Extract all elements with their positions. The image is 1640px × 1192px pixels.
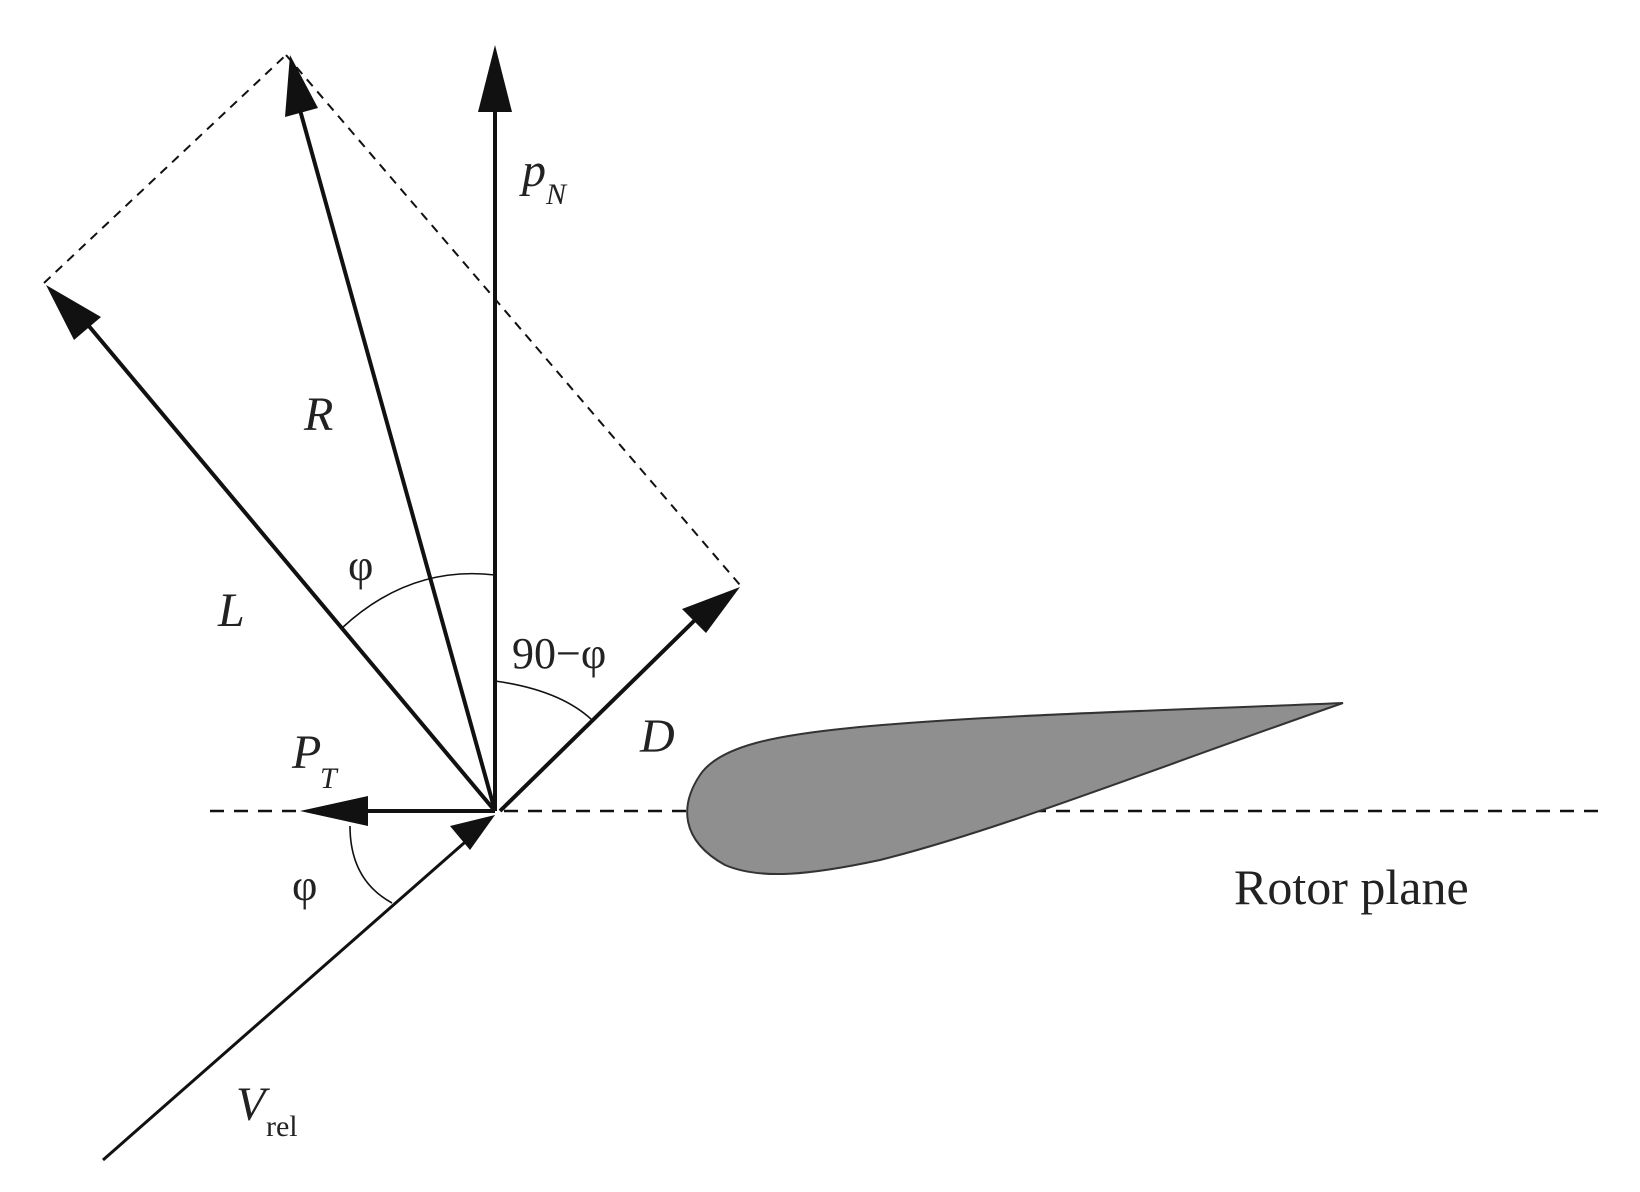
l-vector-line	[86, 323, 497, 813]
rotor-plane-label: Rotor plane	[1234, 859, 1469, 915]
ninety-minus-phi-arc	[494, 680, 593, 721]
vrel-label: V	[236, 1078, 270, 1131]
vrel-label-subscript: rel	[266, 1110, 298, 1143]
d-arrowhead	[682, 587, 740, 633]
pn-label: p	[519, 144, 546, 197]
pt-label: P	[291, 726, 321, 779]
phi-lower-arc	[349, 825, 393, 904]
l-arrowhead	[46, 285, 101, 340]
airfoil	[686, 702, 1344, 876]
vrel-arrowhead	[450, 815, 495, 850]
l-label: L	[217, 584, 245, 637]
construction-line-l-to-r	[43, 54, 287, 284]
phi-upper-arc	[341, 572, 496, 629]
d-label: D	[639, 710, 675, 763]
r-arrowhead	[285, 55, 318, 117]
ninety-minus-phi-label: 90−φ	[512, 629, 606, 678]
pt-label-subscript: T	[320, 762, 339, 795]
vrel-vector-line	[102, 834, 473, 1162]
pn-arrowhead	[478, 45, 512, 112]
r-label: R	[303, 388, 333, 441]
phi-upper-label: φ	[348, 541, 373, 590]
pt-arrowhead	[300, 796, 368, 826]
r-vector-line	[298, 109, 497, 812]
construction-line-r-to-d	[285, 54, 741, 586]
phi-lower-label: φ	[292, 861, 317, 910]
d-vector-line	[498, 618, 697, 813]
pn-label-subscript: N	[545, 178, 568, 211]
